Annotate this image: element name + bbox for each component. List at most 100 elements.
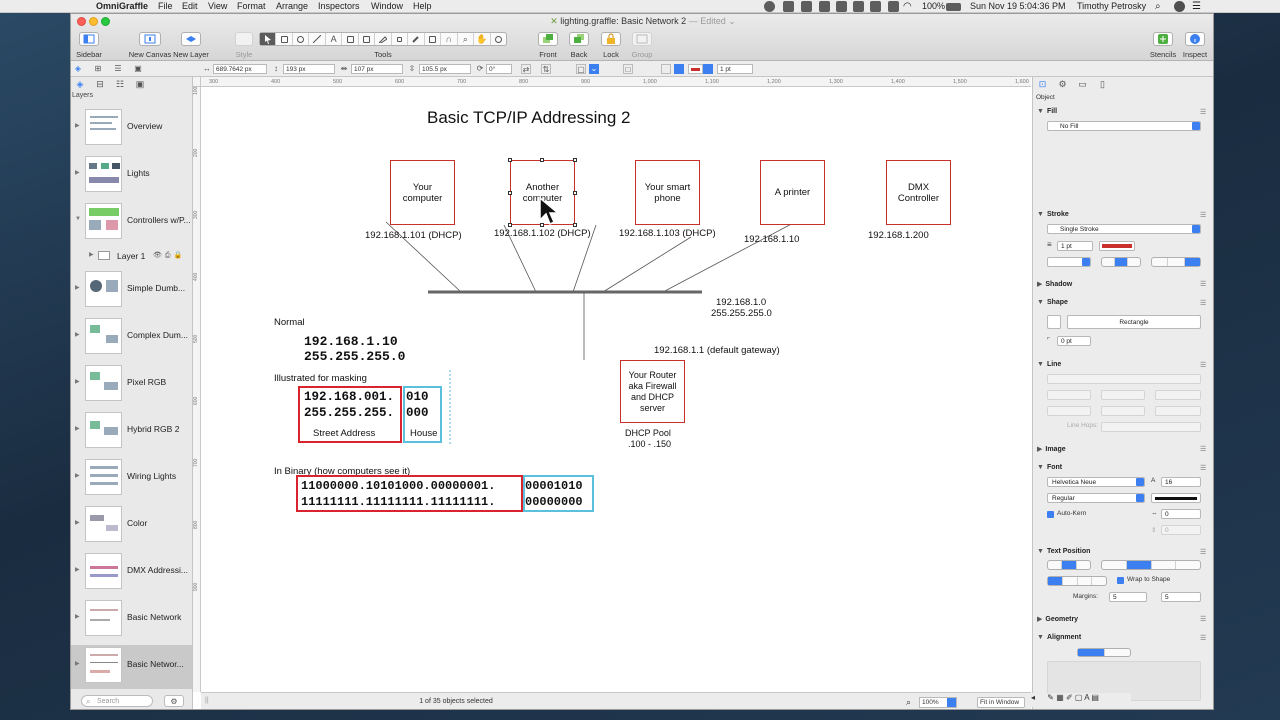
- gateway-label[interactable]: 192.168.1.1 (default gateway): [654, 345, 780, 356]
- canvas-area[interactable]: Basic TCP/IP Addressing 2 Your computer …: [201, 87, 1031, 692]
- line-start-size[interactable]: [1047, 406, 1091, 416]
- diagram-title[interactable]: Basic TCP/IP Addressing 2: [427, 108, 631, 127]
- status-icon[interactable]: [819, 1, 830, 12]
- selection-tab-icon[interactable]: ▣: [135, 79, 145, 89]
- height-field[interactable]: 105.5 px: [419, 64, 471, 74]
- canvas-item-controllers[interactable]: ▼Controllers w/P...: [71, 201, 192, 245]
- connector-line[interactable]: [503, 224, 537, 293]
- disclosure-icon[interactable]: ▶: [75, 520, 80, 526]
- disclosure-icon[interactable]: ▶: [75, 614, 80, 620]
- chevron-down-icon[interactable]: [703, 64, 713, 74]
- canvas-item-complex-dumb[interactable]: ▶Complex Dum...: [71, 316, 192, 360]
- back-button[interactable]: [569, 32, 589, 46]
- pen-tool-icon[interactable]: ✎: [1047, 693, 1054, 702]
- zoom-button[interactable]: [101, 17, 110, 26]
- text-tool-icon[interactable]: A: [1084, 693, 1090, 702]
- outline-icon[interactable]: ⊞: [94, 64, 102, 73]
- notification-icon[interactable]: ☰: [1192, 1, 1201, 12]
- device-ip-label[interactable]: 192.168.1.10: [744, 234, 800, 245]
- font-section-header[interactable]: ▼Font: [1037, 464, 1063, 471]
- menu-icon[interactable]: ☰: [1200, 635, 1207, 642]
- stroke-width-field[interactable]: 1 pt: [1057, 241, 1093, 251]
- disclosure-icon[interactable]: ▶: [89, 252, 94, 258]
- line-curved-icon[interactable]: [1115, 258, 1128, 266]
- line-tool-icon[interactable]: ◂: [1031, 693, 1036, 702]
- margin-horizontal-field[interactable]: 5: [1109, 592, 1147, 602]
- zoom-icon[interactable]: ⌕: [906, 697, 912, 707]
- style-button[interactable]: [235, 32, 253, 46]
- new-canvas-button[interactable]: [139, 32, 161, 46]
- resize-handle[interactable]: [540, 223, 544, 227]
- line-section-header[interactable]: ▼Line: [1037, 361, 1062, 368]
- front-button[interactable]: [538, 32, 558, 46]
- rotation-field[interactable]: 0°: [486, 64, 512, 74]
- wrap-mode-icon[interactable]: [1092, 577, 1106, 585]
- object-inspector-icon[interactable]: ⊡: [1038, 79, 1047, 89]
- app-menu[interactable]: OmniGraffle: [96, 1, 149, 11]
- canvas-item-dmx[interactable]: ▶DMX Addressi...: [71, 551, 192, 595]
- browse-tool-icon[interactable]: [491, 33, 506, 45]
- font-size-field[interactable]: 16: [1161, 477, 1201, 487]
- autokern-checkbox[interactable]: [1047, 511, 1054, 518]
- new-layer-button[interactable]: [181, 32, 201, 46]
- device-ip-label[interactable]: 192.168.1.103 (DHCP): [619, 228, 716, 239]
- device-ip-label[interactable]: 192.168.1.200: [868, 230, 929, 241]
- menu-edit[interactable]: Edit: [182, 1, 198, 11]
- canvas-item-simple-dumb[interactable]: ▶Simple Dumb...: [71, 269, 192, 313]
- sidebar-button[interactable]: [79, 32, 99, 46]
- wrap-mode-icon[interactable]: [1048, 577, 1063, 585]
- lock-button[interactable]: [601, 32, 621, 46]
- baseline-field[interactable]: 0: [1161, 525, 1201, 535]
- device-ip-label[interactable]: 192.168.1.102 (DHCP): [494, 228, 591, 239]
- resize-handle[interactable]: [540, 158, 544, 162]
- list-icon[interactable]: ☰: [114, 64, 122, 73]
- flip-h-icon[interactable]: ⇄: [521, 64, 531, 74]
- disclosure-icon[interactable]: ▶: [75, 661, 80, 667]
- disclosure-icon[interactable]: ▶: [75, 170, 80, 176]
- router-box[interactable]: Your Router aka Firewall and DHCP server: [620, 360, 685, 423]
- alignment-section-header[interactable]: ▼Alignment: [1037, 634, 1082, 641]
- resize-handle[interactable]: [508, 158, 512, 162]
- wrap-mode-icon[interactable]: [1078, 577, 1093, 585]
- device-box[interactable]: DMX Controller: [886, 160, 951, 225]
- canvas-item-wiring-lights[interactable]: ▶Wiring Lights: [71, 457, 192, 501]
- resize-handle[interactable]: [508, 223, 512, 227]
- user-name[interactable]: Timothy Petrosky: [1077, 1, 1147, 11]
- fill-type-select[interactable]: No Fill: [1047, 121, 1201, 131]
- canvas-item-hybrid-rgb[interactable]: ▶Hybrid RGB 2: [71, 410, 192, 454]
- bluetooth-icon[interactable]: [888, 1, 899, 12]
- text-tool-icon[interactable]: A: [326, 33, 343, 45]
- fit-in-window-button[interactable]: Fit in Window: [977, 697, 1025, 708]
- masking-label[interactable]: Illustrated for masking: [274, 373, 367, 384]
- align-justify-icon[interactable]: [1176, 561, 1200, 569]
- fill-color-well[interactable]: [661, 64, 671, 74]
- line-straight-icon[interactable]: [1102, 258, 1115, 266]
- canvas-inspector-icon[interactable]: ▭: [1078, 79, 1087, 89]
- host-portion-box[interactable]: [403, 386, 442, 443]
- sidebar-gear-button[interactable]: ⚙: [164, 695, 184, 707]
- zoom-field[interactable]: 100%: [919, 697, 957, 708]
- style-brush-icon[interactable]: [408, 33, 425, 45]
- network-address-label[interactable]: 192.168.1.0: [716, 297, 767, 308]
- grid-icon[interactable]: ▦: [1056, 693, 1064, 702]
- siri-icon[interactable]: [1174, 1, 1185, 12]
- pen-tool-icon[interactable]: [375, 33, 392, 45]
- font-family-select[interactable]: Helvetica Neue: [1047, 477, 1145, 487]
- menu-arrange[interactable]: Arrange: [276, 1, 309, 11]
- shape-tool-icon[interactable]: [342, 33, 359, 45]
- disclosure-icon[interactable]: ▶: [75, 332, 80, 338]
- status-icon[interactable]: [836, 1, 847, 12]
- align-top-icon[interactable]: [1048, 561, 1063, 569]
- flip-v-icon[interactable]: ⇅: [541, 64, 551, 74]
- geometry-section-header[interactable]: ▶Geometry: [1037, 616, 1079, 623]
- canvas-item-lights[interactable]: ▶Lights: [71, 154, 192, 198]
- disclosure-icon[interactable]: ▶: [75, 379, 80, 385]
- chevron-down-icon[interactable]: [674, 64, 684, 74]
- shape-select[interactable]: Rectangle: [1067, 315, 1201, 329]
- stroke-section-header[interactable]: ▼Stroke: [1037, 211, 1069, 218]
- align-to-canvas-icon[interactable]: [1078, 649, 1105, 656]
- layer-row[interactable]: ▶Layer 1👁⎙🔒: [71, 247, 192, 265]
- align-bottom-icon[interactable]: [1077, 561, 1090, 569]
- sidebar-search-input[interactable]: ⌕Search: [81, 695, 153, 707]
- connector-line[interactable]: [602, 236, 692, 293]
